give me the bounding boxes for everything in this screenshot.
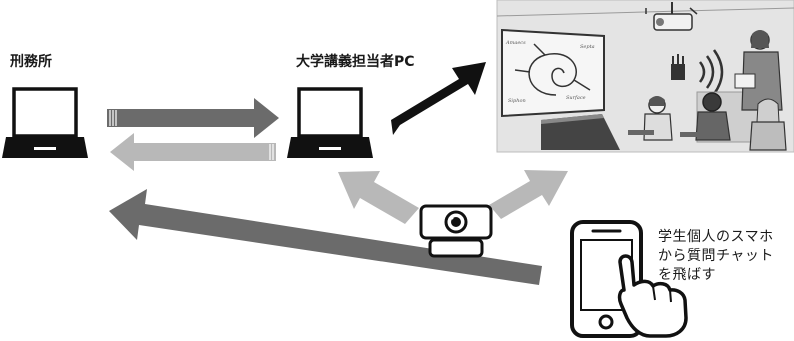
prison-laptop-icon	[2, 87, 88, 158]
arrow-camera-to-pc	[338, 171, 419, 224]
student-3	[749, 98, 787, 151]
student-2	[680, 92, 731, 141]
student-chat-caption: 学生個人のスマホ から質問チャット を飛ばす	[658, 228, 794, 285]
svg-text:Amaecs: Amaecs	[505, 40, 526, 46]
arrow-pc-to-classroom	[391, 62, 486, 135]
university-laptop-icon	[287, 87, 373, 158]
teacher-figure	[734, 30, 783, 111]
svg-text:Siphon: Siphon	[508, 98, 526, 104]
projection-screen: Amaecs Septa Siphon Surface	[501, 28, 605, 118]
svg-text:Surface: Surface	[566, 95, 586, 101]
caption-line-2: から質問チャット	[658, 248, 774, 264]
arrow-phone-to-prison	[109, 189, 542, 285]
prison-label: 刑務所	[10, 54, 52, 70]
classroom-photo: Amaecs Septa Siphon Surface	[496, 0, 794, 153]
router-icon	[671, 54, 685, 80]
arrow-camera-to-classroom	[489, 170, 568, 219]
university-pc-label: 大学講義担当者PC	[296, 54, 415, 70]
arrow-pc-to-prison	[110, 133, 276, 171]
caption-line-1: 学生個人のスマホ	[658, 229, 774, 245]
tapping-hand-icon	[617, 254, 688, 338]
student-1	[628, 96, 673, 141]
webcam-icon	[419, 204, 493, 258]
projector-icon	[645, 2, 698, 31]
caption-line-3: を飛ばす	[658, 267, 716, 283]
desk	[541, 114, 620, 150]
wifi-waves-icon	[698, 49, 724, 95]
svg-text:Septa: Septa	[580, 44, 595, 50]
arrow-prison-to-pc	[107, 98, 279, 138]
